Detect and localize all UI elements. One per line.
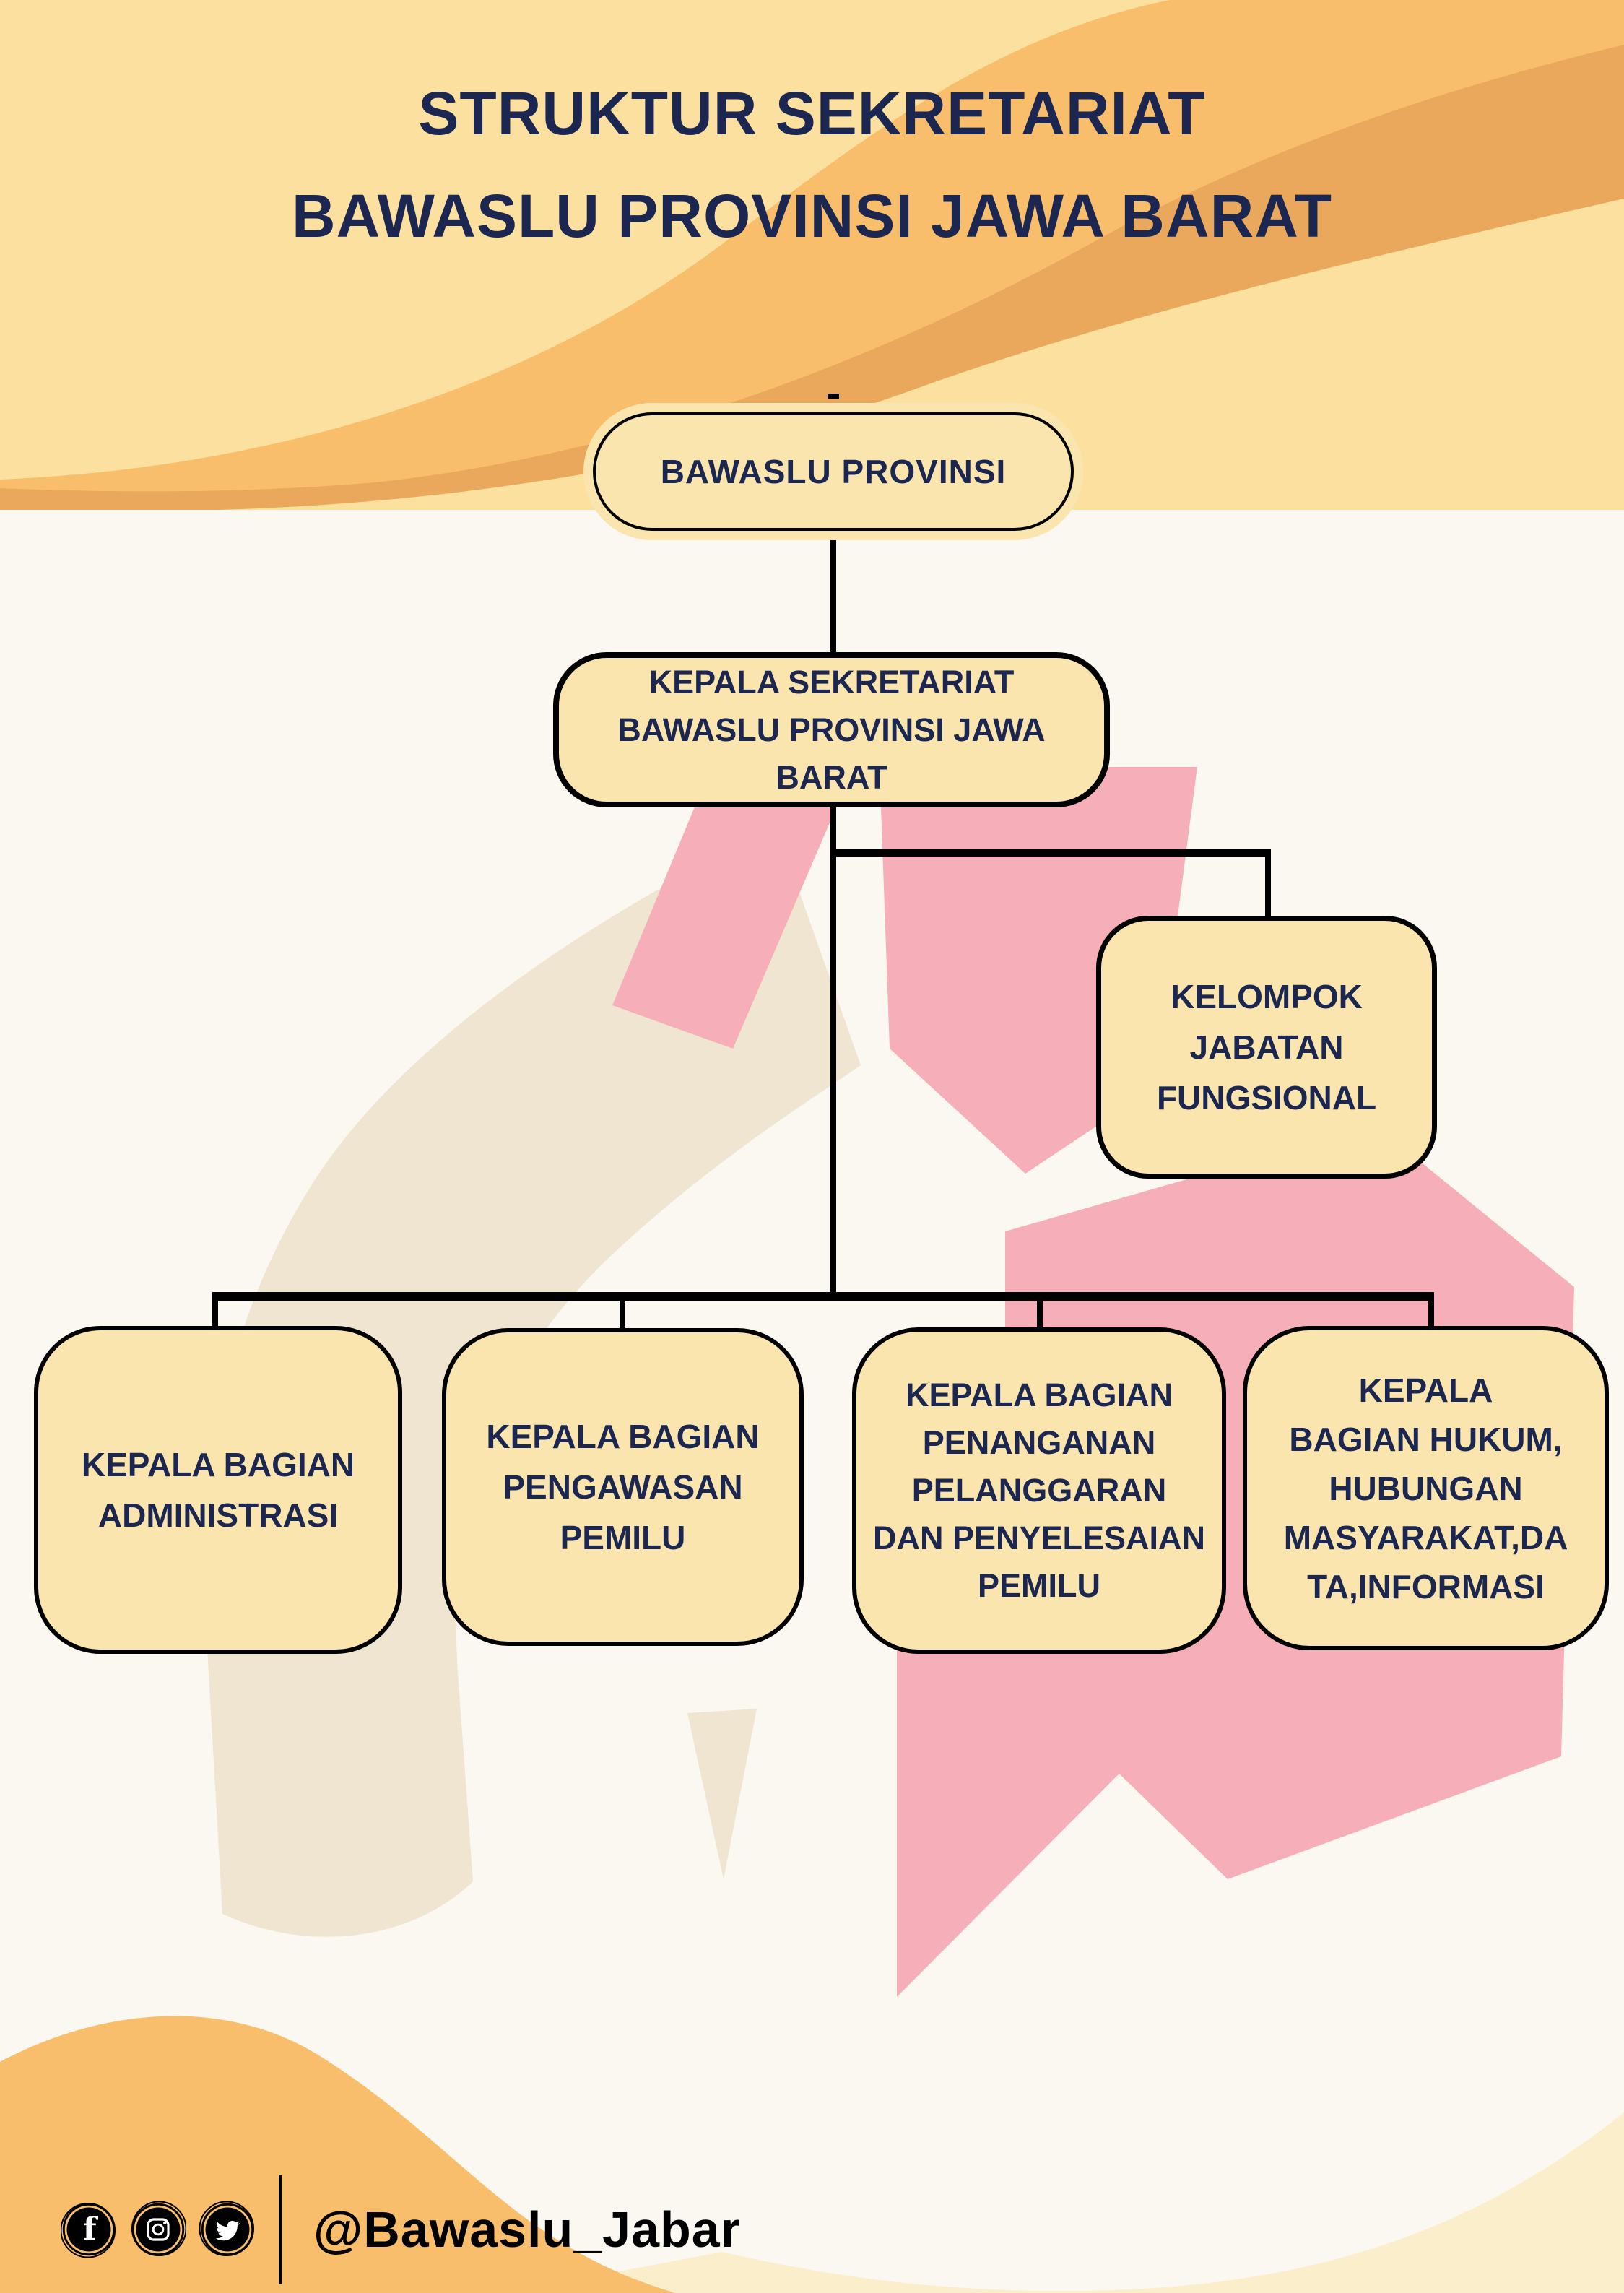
connector-root-vertical [830,537,836,654]
connector-functional-vertical [1265,849,1271,919]
connector-drop-pengawasan [620,1298,625,1331]
connector-drop-penanganan [1037,1298,1043,1331]
node-kepala-sekretariat: KEPALA SEKRETARIAT BAWASLU PROVINSI JAWA… [553,652,1110,807]
facebook-icon: f [61,2202,116,2258]
beige-wedge-watermark [687,1709,757,1879]
connector-functional-horizontal [833,849,1271,857]
social-handle: @Bawaslu_Jabar [313,2201,741,2258]
node-kepala-bagian-hukum: KEPALA BAGIAN HUKUM, HUBUNGAN MASYARAKAT… [1243,1326,1609,1650]
beige-swoosh-watermark [204,827,861,1937]
page-title: STRUKTUR SEKRETARIAT BAWASLU PROVINSI JA… [291,79,1333,250]
connector-drop-administrasi [212,1298,218,1331]
node-bawaslu-provinsi-label: BAWASLU PROVINSI [593,412,1074,531]
node-kepala-bagian-pengawasan: KEPALA BAGIAN PENGAWASAN PEMILU [442,1328,804,1646]
node-kepala-bagian-administrasi: KEPALA BAGIAN ADMINISTRASI [34,1326,402,1654]
connector-drop-hukum [1428,1298,1434,1331]
svg-text:f: f [83,2211,99,2248]
pink-band-left-watermark [612,767,854,1049]
node-kelompok-jabatan-fungsional: KELOMPOK JABATAN FUNGSIONAL [1096,916,1437,1179]
top-light-yellow-corner [0,0,1170,480]
node-kepala-bagian-penanganan: KEPALA BAGIAN PENANGANAN PELANGGARAN DAN… [852,1327,1226,1654]
instagram-icon [131,2201,186,2257]
connector-trunk-vertical [830,805,836,1301]
twitter-icon [199,2201,255,2257]
footer: f @Bawaslu_Jabar [61,2175,741,2284]
pink-triangle-watermark [897,1647,1246,1997]
bottom-orange-wave [0,2016,1624,2293]
connector-stub [828,394,839,399]
connector-departments-horizontal [212,1292,1434,1301]
footer-divider [279,2175,282,2284]
node-bawaslu-provinsi: BAWASLU PROVINSI [583,403,1083,540]
